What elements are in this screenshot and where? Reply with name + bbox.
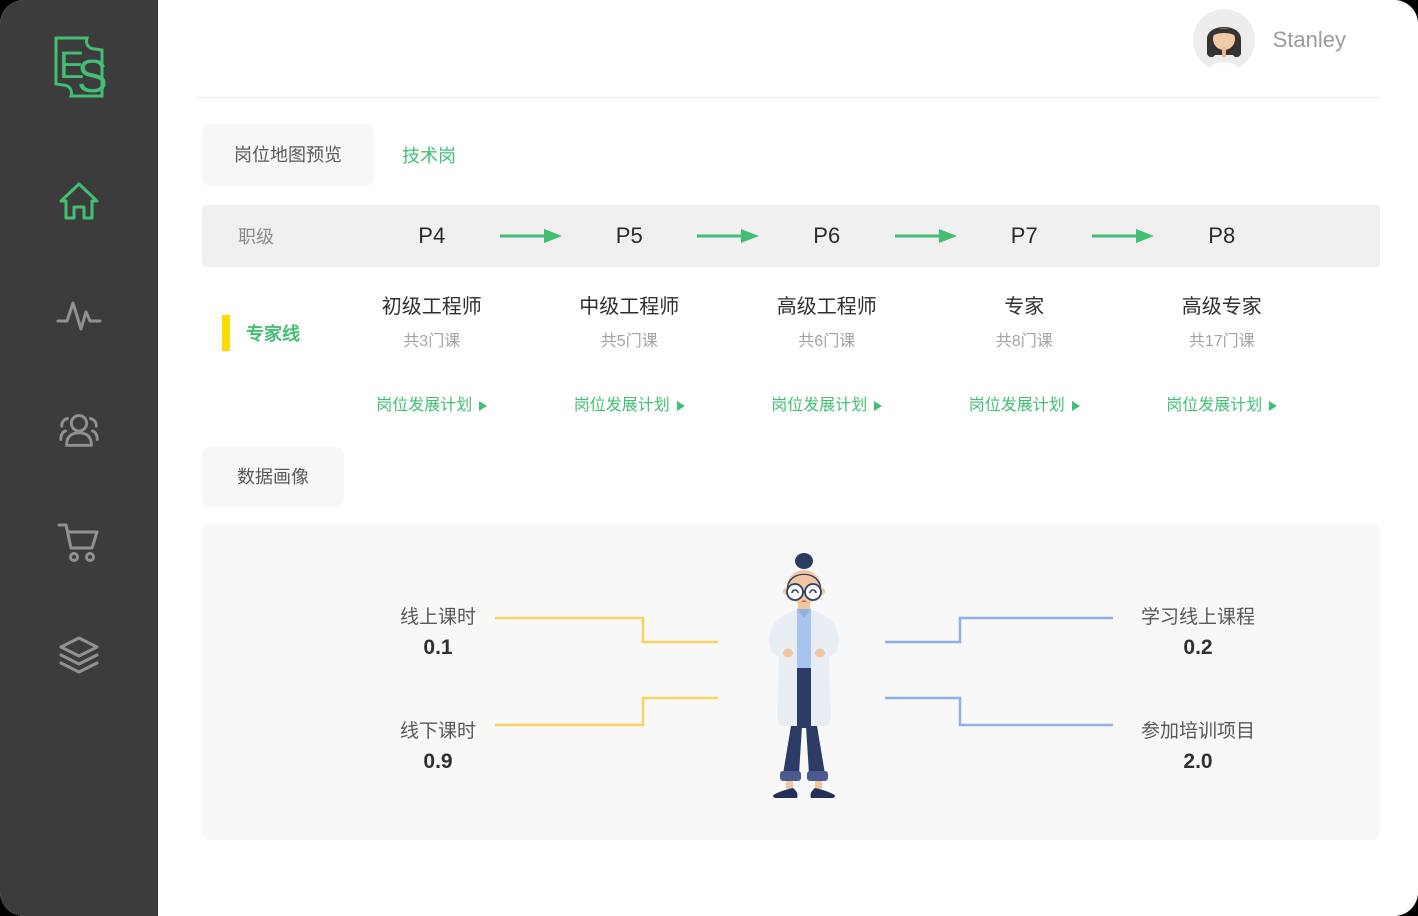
logo-letter-e: E bbox=[59, 45, 84, 87]
plan-link[interactable]: 岗位发展计划 bbox=[376, 395, 488, 417]
activity-icon bbox=[56, 301, 102, 331]
plan-link[interactable]: 岗位发展计划 bbox=[771, 395, 883, 417]
level-p4: P4 bbox=[333, 223, 562, 249]
metric-online-courses: 学习线上课程 0.2 bbox=[1140, 607, 1255, 659]
level-bar-label: 职级 bbox=[238, 227, 274, 247]
arrow-right-icon bbox=[894, 229, 957, 243]
logo-letter-s: S bbox=[77, 50, 108, 100]
plan-link[interactable]: 岗位发展计划 bbox=[969, 395, 1080, 417]
home-icon bbox=[59, 182, 99, 220]
role-title: 高级工程师 bbox=[776, 296, 877, 318]
plan-link[interactable]: 岗位发展计划 bbox=[574, 395, 685, 417]
tabs-row: 岗位地图预览 技术岗 bbox=[202, 124, 1380, 186]
sidebar-item-cart[interactable] bbox=[56, 520, 102, 566]
role-title: 初级工程师 bbox=[381, 296, 482, 318]
expert-line-label: 专家线 bbox=[202, 315, 300, 351]
role-courses: 共6门课 bbox=[798, 333, 856, 350]
triangle-right-icon bbox=[479, 401, 488, 411]
sidebar-nav bbox=[56, 178, 102, 680]
role-title: 中级工程师 bbox=[579, 296, 680, 318]
username: Stanley bbox=[1272, 27, 1346, 52]
content: 岗位地图预览 技术岗 职级 P4 P5 bbox=[158, 98, 1418, 840]
main-area: Stanley 岗位地图预览 技术岗 职级 P4 bbox=[158, 0, 1418, 916]
sidebar: E S bbox=[0, 0, 158, 916]
expert-col-expert: 专家 共8门课 岗位发展计划 bbox=[926, 293, 1124, 417]
triangle-right-icon bbox=[1269, 401, 1278, 411]
user-menu[interactable]: Stanley bbox=[1192, 9, 1346, 71]
role-courses: 共3门课 bbox=[403, 333, 461, 350]
tab-tech-track[interactable]: 技术岗 bbox=[402, 146, 456, 166]
connector-lines bbox=[495, 616, 1113, 727]
sidebar-item-activity[interactable] bbox=[56, 292, 102, 338]
tab-position-map[interactable]: 岗位地图预览 bbox=[202, 124, 374, 186]
expert-col-junior-engineer: 初级工程师 共3门课 岗位发展计划 bbox=[333, 293, 531, 417]
level-p5: P5 bbox=[531, 223, 759, 249]
metric-training-projects: 参加培训项目 2.0 bbox=[1140, 721, 1255, 773]
level-bar: 职级 P4 P5 P6 bbox=[202, 205, 1380, 267]
users-icon bbox=[59, 414, 99, 447]
plan-link[interactable]: 岗位发展计划 bbox=[1166, 395, 1278, 417]
doctor-illustration bbox=[769, 553, 839, 798]
role-title: 高级专家 bbox=[1181, 296, 1262, 318]
header-divider bbox=[198, 97, 1380, 98]
role-courses: 共17门课 bbox=[1188, 333, 1255, 350]
data-portrait-panel: 线上课时 0.1 线下课时 0.9 学习线上课程 0.2 参加培训项目 2.0 bbox=[202, 524, 1380, 840]
expert-col-senior-expert: 高级专家 共17门课 岗位发展计划 bbox=[1123, 293, 1321, 417]
level-p7: P7 bbox=[926, 223, 1154, 249]
arrow-right-icon bbox=[499, 229, 562, 243]
sidebar-item-users[interactable] bbox=[56, 406, 102, 452]
cart-icon bbox=[57, 523, 99, 562]
expert-col-senior-engineer: 高级工程师 共6门课 岗位发展计划 bbox=[728, 293, 926, 417]
sidebar-item-layers[interactable] bbox=[56, 634, 102, 680]
arrow-right-icon bbox=[1092, 229, 1154, 243]
expert-col-mid-engineer: 中级工程师 共5门课 岗位发展计划 bbox=[531, 293, 729, 417]
arrow-right-icon bbox=[697, 229, 759, 243]
role-courses: 共5门课 bbox=[600, 333, 658, 350]
header: Stanley bbox=[158, 0, 1418, 98]
triangle-right-icon bbox=[676, 401, 685, 411]
level-p6: P6 bbox=[728, 223, 957, 249]
sidebar-item-home[interactable] bbox=[56, 178, 102, 224]
data-portrait-button[interactable]: 数据画像 bbox=[202, 447, 344, 507]
layers-icon bbox=[59, 636, 99, 674]
level-p8: P8 bbox=[1208, 223, 1236, 248]
expert-line-row: 专家线 初级工程师 共3门课 岗位发展计划 中级工程师 共5门课 岗位发展计划 … bbox=[202, 267, 1380, 417]
triangle-right-icon bbox=[874, 401, 883, 411]
role-title: 专家 bbox=[1004, 296, 1045, 318]
role-courses: 共8门课 bbox=[995, 333, 1053, 350]
avatar bbox=[1192, 9, 1255, 71]
es-logo-icon[interactable]: E S bbox=[49, 34, 109, 100]
triangle-right-icon bbox=[1071, 401, 1080, 411]
metric-online-hours: 线上课时 0.1 bbox=[399, 607, 476, 659]
metric-offline-hours: 线下课时 0.9 bbox=[399, 721, 476, 773]
yellow-marker bbox=[222, 315, 230, 351]
